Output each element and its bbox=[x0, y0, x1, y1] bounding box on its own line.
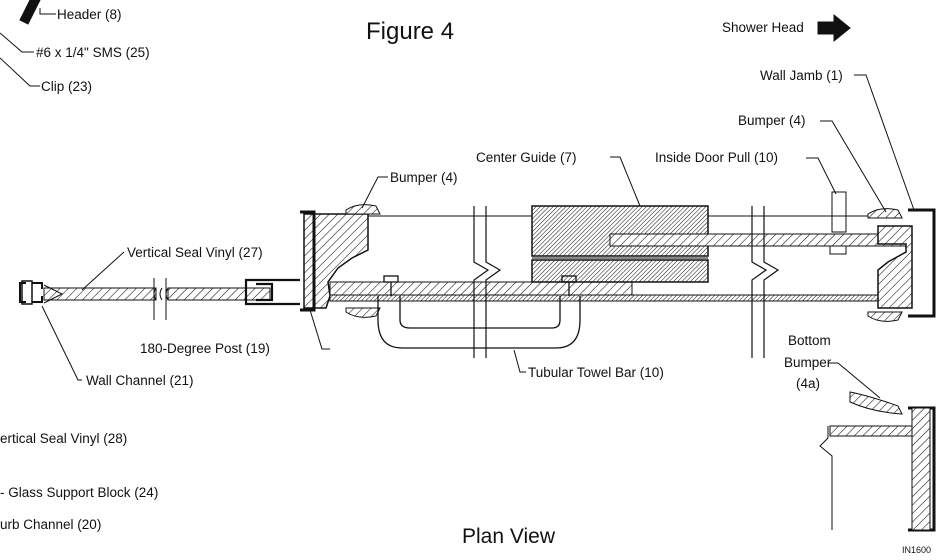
label-vertical-seal-vinyl-28: ertical Seal Vinyl (28) bbox=[0, 431, 128, 446]
label-center-guide: Center Guide (7) bbox=[476, 150, 577, 165]
label-vertical-seal-vinyl-27: Vertical Seal Vinyl (27) bbox=[127, 245, 263, 260]
header-partial bbox=[19, 0, 41, 25]
break-lines bbox=[473, 206, 780, 358]
inside-door-pull bbox=[829, 191, 847, 255]
label-inside-door-pull: Inside Door Pull (10) bbox=[655, 150, 779, 165]
label-header: Header (8) bbox=[57, 7, 122, 22]
label-bumper-right: Bumper (4) bbox=[738, 113, 806, 128]
view-title: Plan View bbox=[462, 525, 556, 548]
wall-channel bbox=[19, 280, 43, 305]
label-bumper-left: Bumper (4) bbox=[390, 170, 458, 185]
label-bottom-bumper-3: (4a) bbox=[796, 376, 821, 391]
label-glass-support-block: - Glass Support Block (24) bbox=[0, 485, 159, 500]
label-curb-channel: urb Channel (20) bbox=[0, 517, 102, 532]
label-clip: Clip (23) bbox=[41, 79, 93, 94]
figure-title: Figure 4 bbox=[366, 18, 455, 45]
center-guide bbox=[531, 205, 709, 283]
label-tubular-towel-bar: Tubular Towel Bar (10) bbox=[528, 365, 664, 380]
leader-lines bbox=[41, 74, 915, 399]
label-wall-channel: Wall Channel (21) bbox=[86, 373, 194, 388]
label-bottom-bumper-1: Bottom bbox=[788, 333, 831, 348]
post-180 bbox=[300, 204, 381, 318]
direction-label: Shower Head bbox=[722, 20, 804, 35]
label-wall-jamb: Wall Jamb (1) bbox=[760, 68, 843, 83]
label-post-180: 180-Degree Post (19) bbox=[140, 341, 270, 356]
sliding-door-glass bbox=[609, 233, 909, 247]
drawing-code: IN1600 bbox=[902, 545, 932, 555]
left-glass-panel bbox=[43, 278, 271, 320]
outer-glass-panel bbox=[329, 281, 881, 302]
label-bottom-bumper-2: Bumper bbox=[784, 355, 832, 370]
arrow-right-icon bbox=[817, 13, 851, 43]
top-left-leader-lines bbox=[0, 8, 56, 87]
bottom-bumper-detail bbox=[819, 391, 936, 532]
label-sms: #6 x 1/4" SMS (25) bbox=[36, 45, 150, 60]
right-wall-jamb bbox=[867, 208, 936, 322]
tubular-towel-bar bbox=[377, 275, 581, 349]
post-channel-left bbox=[244, 278, 300, 306]
